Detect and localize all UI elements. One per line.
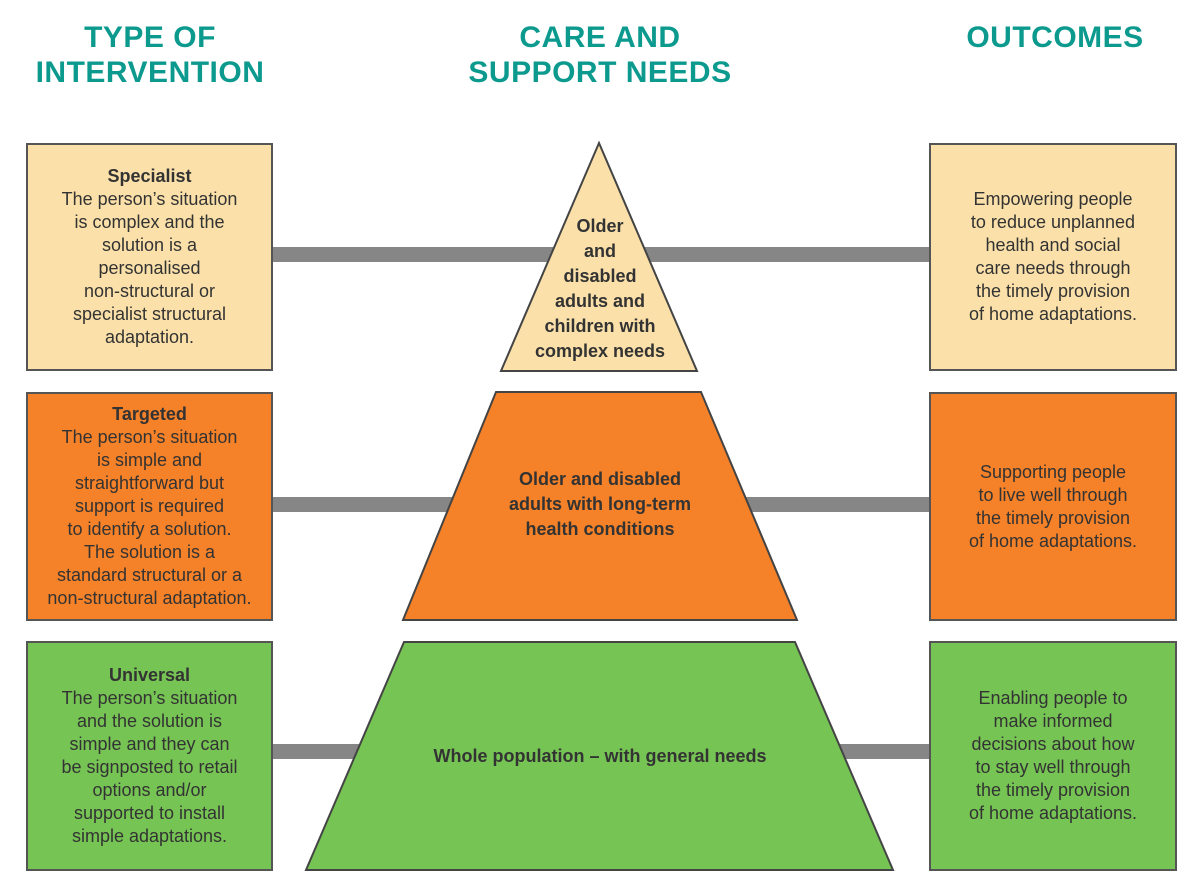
outcome-text-line: health and social: [985, 235, 1121, 255]
outcome-text-line: of home adaptations.: [968, 530, 1138, 551]
outcome-text-line: make informed: [993, 711, 1113, 731]
intervention-text-line: personalised: [98, 258, 201, 278]
intervention-text-line: The person’s situation: [61, 427, 238, 447]
intervention-box-targeted: Targeted The person’s situation is simpl…: [26, 392, 273, 621]
needs-label-line: complex needs: [534, 341, 666, 361]
needs-label-targeted: Older and disabled adults with long-term…: [440, 467, 760, 542]
needs-label-line: Older and disabled: [518, 469, 682, 489]
outcome-text-line: Enabling people to: [978, 688, 1128, 708]
heading-line: CARE AND: [519, 21, 681, 54]
outcome-text-line: to reduce unplanned: [970, 212, 1136, 232]
type-of-intervention-heading: TYPE OF INTERVENTION: [20, 20, 280, 90]
outcome-text-line: decisions about how: [971, 734, 1135, 754]
outcome-box-specialist: Empowering people to reduce unplanned he…: [929, 143, 1177, 371]
needs-label-line: children with: [544, 316, 656, 336]
outcome-text-line: the timely provision: [975, 507, 1131, 528]
intervention-text-line: is complex and the: [74, 212, 225, 232]
heading-line: SUPPORT NEEDS: [468, 56, 732, 89]
intervention-text-line: standard structural or a: [56, 565, 243, 585]
care-and-support-needs-heading: CARE AND SUPPORT NEEDS: [440, 20, 760, 90]
needs-label-line: Older: [576, 216, 624, 236]
needs-label-line: Whole population – with general needs: [433, 746, 767, 766]
outcomes-heading: OUTCOMES: [920, 20, 1190, 55]
needs-label-specialist: Older and disabled adults and children w…: [500, 214, 700, 364]
needs-label-line: disabled: [563, 266, 637, 286]
outcome-text-line: of home adaptations.: [968, 803, 1138, 823]
intervention-text-line: The solution is a: [83, 542, 216, 562]
intervention-box-specialist: Specialist The person’s situation is com…: [26, 143, 273, 371]
intervention-text-line: adaptation.: [104, 327, 195, 347]
intervention-text-line: specialist structural: [72, 304, 227, 324]
intervention-box-universal: Universal The person’s situation and the…: [26, 641, 273, 871]
outcome-text-line: to live well through: [978, 484, 1128, 505]
needs-label-line: and: [583, 241, 616, 261]
needs-label-line: adults with long-term: [509, 494, 691, 514]
intervention-text-line: non-structural or: [83, 281, 216, 301]
heading-line: OUTCOMES: [966, 21, 1144, 54]
outcome-text-line: to stay well through: [975, 757, 1131, 777]
intervention-text-line: be signposted to retail: [61, 757, 238, 777]
outcome-text-line: Supporting people: [979, 461, 1127, 482]
needs-label-line: adults and: [554, 291, 645, 311]
heading-line: INTERVENTION: [35, 56, 265, 89]
intervention-text-line: non-structural adaptation.: [47, 588, 252, 608]
intervention-text-line: solution is a: [101, 235, 198, 255]
intervention-title: Targeted: [112, 404, 187, 424]
intervention-text-line: simple and they can: [69, 734, 230, 754]
intervention-title: Specialist: [107, 166, 192, 186]
intervention-text-line: The person’s situation: [61, 688, 238, 708]
needs-label-line: health conditions: [525, 519, 675, 539]
intervention-text-line: straightforward but: [74, 473, 225, 493]
intervention-text-line: support is required: [74, 496, 225, 516]
intervention-title: Universal: [108, 665, 191, 685]
needs-label-universal: Whole population – with general needs: [340, 744, 860, 769]
intervention-text-line: is simple and: [96, 450, 203, 470]
outcome-box-targeted: Supporting people to live well through t…: [929, 392, 1177, 621]
outcome-text-line: the timely provision: [975, 780, 1131, 800]
intervention-text-line: and the solution is: [76, 711, 223, 731]
intervention-text-line: options and/or: [92, 780, 207, 800]
intervention-text-line: to identify a solution.: [67, 519, 232, 539]
intervention-text-line: The person’s situation: [61, 189, 238, 209]
outcome-box-universal: Enabling people to make informed decisio…: [929, 641, 1177, 871]
heading-line: TYPE OF: [84, 21, 216, 54]
intervention-text-line: simple adaptations.: [71, 826, 228, 846]
outcome-text-line: Empowering people: [973, 189, 1133, 209]
outcome-text-line: care needs through: [975, 258, 1131, 278]
intervention-text-line: supported to install: [73, 803, 226, 823]
outcome-text-line: the timely provision: [975, 281, 1131, 301]
outcome-text-line: of home adaptations.: [968, 304, 1138, 324]
